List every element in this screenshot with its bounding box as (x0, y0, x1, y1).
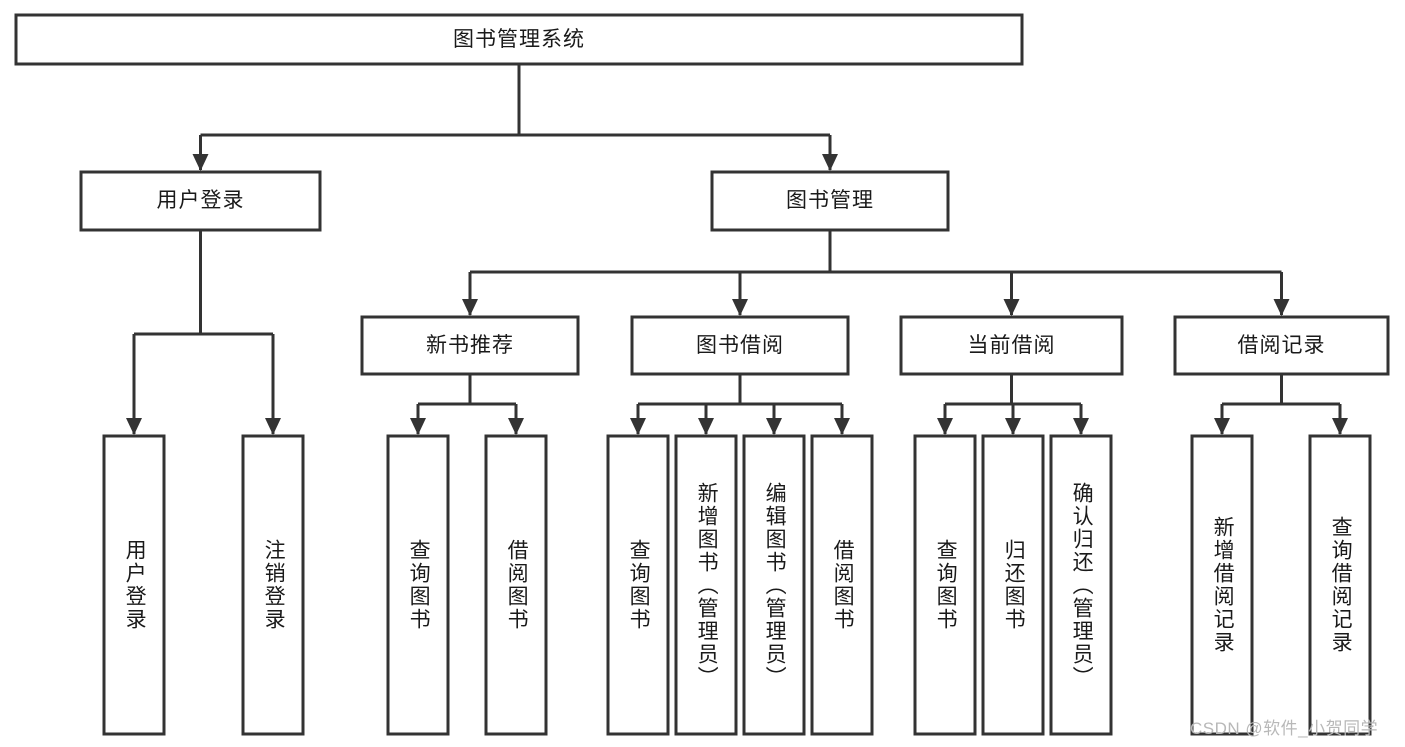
arrow-head (462, 299, 478, 316)
arrow-head (1073, 418, 1089, 435)
node-box-leaf-edit-book[interactable] (742, 434, 806, 736)
arrow-head (126, 418, 142, 435)
node-box-book-manage[interactable] (710, 170, 950, 232)
node-box-leaf-return-book[interactable] (981, 434, 1045, 736)
arrow-head (834, 418, 850, 435)
node-box-leaf-borrow-book-1[interactable] (484, 434, 548, 736)
arrow-head (1214, 418, 1230, 435)
arrow-head (1332, 418, 1348, 435)
node-box-leaf-query-book-1[interactable] (386, 434, 450, 736)
arrow-head (822, 154, 838, 171)
node-box-leaf-confirm-return[interactable] (1049, 434, 1113, 736)
arrow-head (766, 418, 782, 435)
watermark-text: CSDN @软件_小贺同学 (1190, 719, 1379, 738)
node-box-root[interactable] (14, 13, 1024, 66)
node-box-leaf-query-book-3[interactable] (913, 434, 977, 736)
arrow-head (698, 418, 714, 435)
node-box-new-book-rec[interactable] (360, 315, 580, 376)
connector-layer (126, 64, 1348, 435)
arrow-head (1003, 299, 1020, 316)
node-box-leaf-user-login[interactable] (102, 434, 166, 736)
node-box-current-borrow[interactable] (899, 315, 1124, 376)
arrow-head (937, 418, 953, 435)
node-box-layer (14, 13, 1390, 736)
arrow-head (410, 418, 426, 435)
arrow-head (630, 418, 646, 435)
node-box-leaf-add-book[interactable] (674, 434, 738, 736)
node-box-user-login[interactable] (79, 170, 322, 232)
node-box-leaf-borrow-book-2[interactable] (810, 434, 874, 736)
arrow-head (1005, 418, 1021, 435)
arrow-head (508, 418, 524, 435)
arrow-head (732, 299, 748, 316)
node-box-book-borrow[interactable] (630, 315, 850, 376)
node-box-borrow-record[interactable] (1173, 315, 1390, 376)
arrow-head (265, 418, 281, 435)
arrow-head (192, 154, 209, 171)
node-box-leaf-query-record[interactable] (1308, 434, 1372, 736)
node-box-leaf-query-book-2[interactable] (606, 434, 670, 736)
arrow-head (1273, 299, 1290, 316)
node-box-leaf-user-logout[interactable] (241, 434, 305, 736)
node-box-leaf-add-record[interactable] (1190, 434, 1254, 736)
